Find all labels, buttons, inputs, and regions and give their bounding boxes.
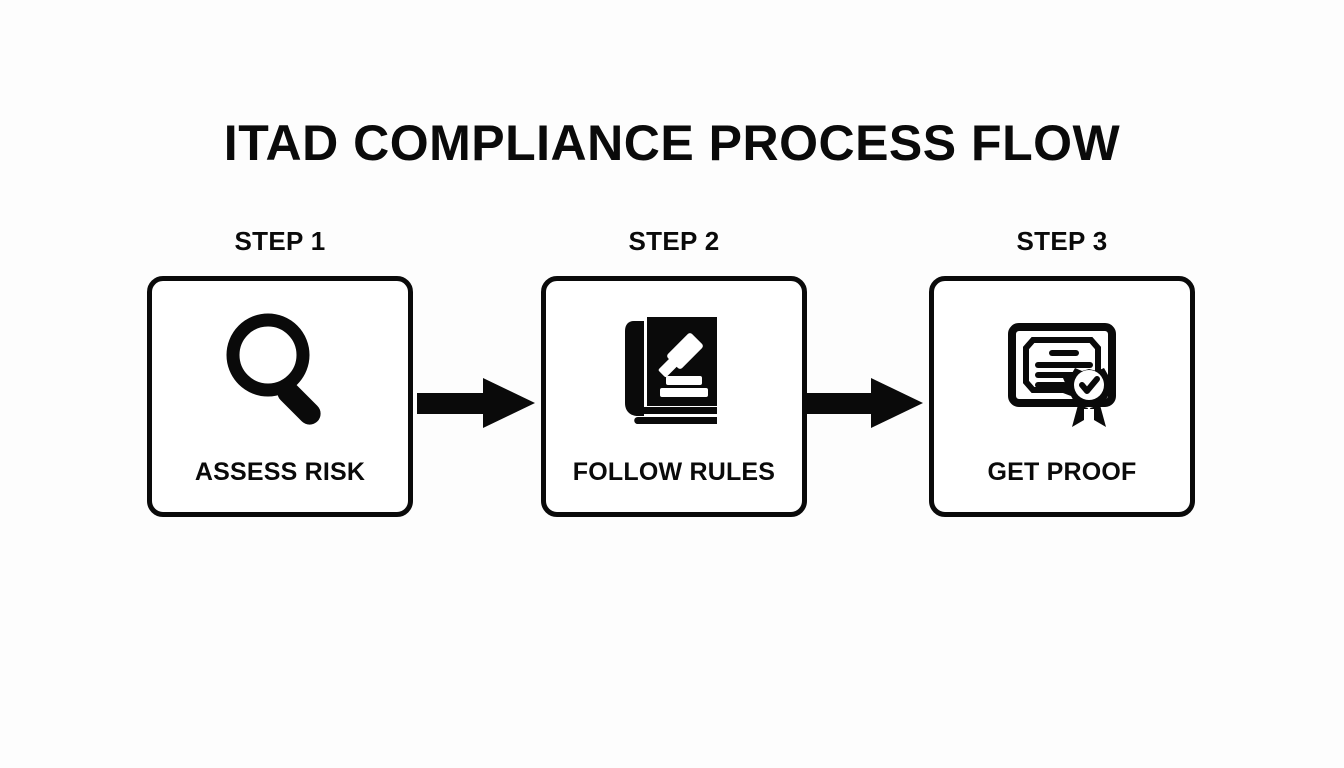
step-card-label-1: ASSESS RISK	[194, 458, 366, 486]
process-flow-row: STEP 1 ASSESS RISK STEP 2	[147, 228, 1195, 518]
step-card-get-proof[interactable]: GET PROOF	[929, 276, 1195, 517]
page-title: ITAD COMPLIANCE PROCESS FLOW	[223, 115, 1121, 171]
step-number-label-3: STEP 3	[1016, 226, 1108, 256]
magnifying-glass-icon	[226, 313, 321, 425]
step-card-label-3: GET PROOF	[987, 458, 1137, 486]
law-book-gavel-icon	[625, 317, 717, 424]
step-number-label-2: STEP 2	[628, 226, 720, 256]
arrow-step1-to-step2	[417, 378, 535, 428]
step-card-follow-rules[interactable]: FOLLOW RULES	[541, 276, 807, 517]
certificate-award-icon	[1008, 323, 1116, 427]
process-step-2: STEP 2 FOLLOW RULES	[541, 228, 807, 518]
step-number-label-1: STEP 1	[234, 226, 326, 256]
process-step-1: STEP 1 ASSESS RISK	[147, 228, 413, 518]
step-card-label-2: FOLLOW RULES	[572, 458, 776, 486]
arrow-step2-to-step3	[805, 378, 923, 428]
process-step-3: STEP 3 GET PROOF	[929, 228, 1195, 518]
step-card-assess-risk[interactable]: ASSESS RISK	[147, 276, 413, 517]
